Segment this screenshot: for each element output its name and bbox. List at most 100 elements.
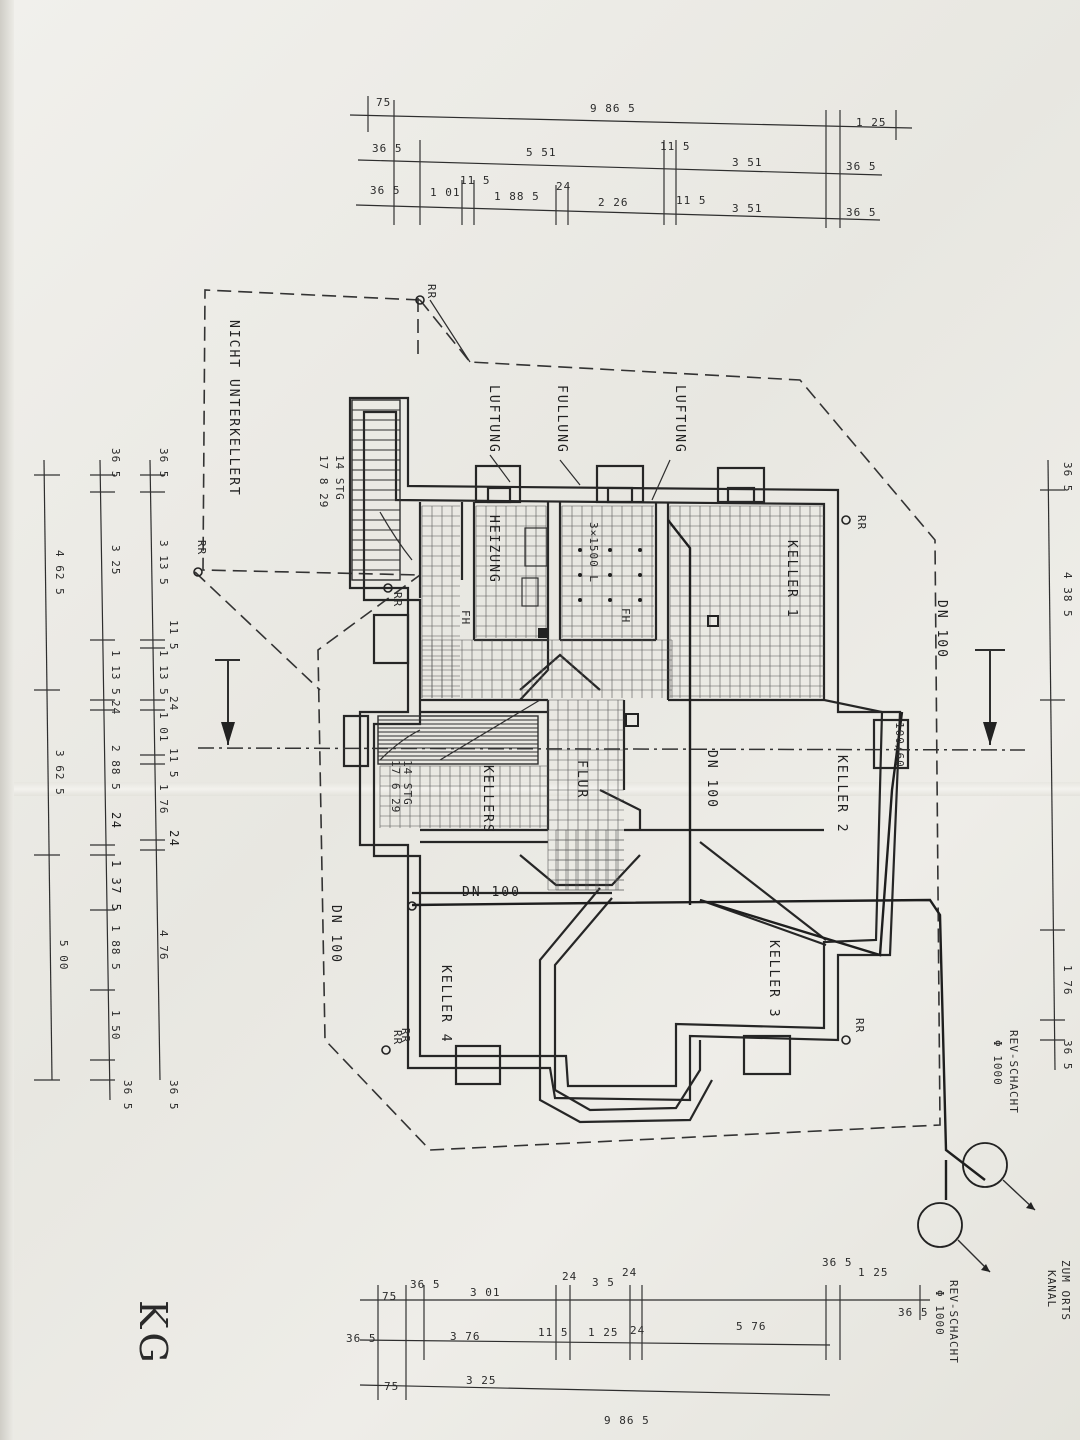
fixtures	[521, 527, 719, 727]
room-keller-2: KELLER 2	[834, 755, 849, 834]
dim-bot-r2-3: 1 25	[588, 1326, 619, 1339]
dim-bot-r1-4: 3 5	[592, 1276, 615, 1289]
label-rev-schacht-2-dia: Φ 1000	[933, 1290, 946, 1336]
rain-downpipe-markers	[193, 295, 851, 1055]
dim-left-c1-9: 4 76	[157, 930, 170, 961]
dim-right-2: 1 76	[1061, 965, 1074, 996]
dim-left-c1-8: 24	[167, 830, 181, 847]
room-keller-4: KELLER 4	[438, 965, 453, 1044]
dim-left-c1-3: 1 13 5	[157, 650, 170, 696]
dim-top-r3-8: 36 5	[846, 206, 877, 219]
dim-bot-r3-2: 9 86 5	[604, 1414, 650, 1427]
dim-left-c2-10: 36 5	[121, 1080, 134, 1111]
dim-bot-r1-6: 36 5	[822, 1256, 853, 1269]
dim-bot-r1-7: 1 25	[858, 1266, 889, 1279]
label-nicht-unterkellert: NICHT UNTERKELLERT	[226, 320, 241, 497]
dim-bot-r1-2: 3 01	[470, 1286, 501, 1299]
room-kellers: KELLERS	[480, 765, 495, 834]
room-keller-1: KELLER 1	[784, 540, 799, 619]
dim-left-c2-6: 1 37 5	[109, 860, 123, 912]
dim-top-r3-6: 11 5	[676, 194, 707, 207]
top-dimension-chains: 75 9 86 5 1 25 36 5 5 51 11 5 3 51 36 5 …	[349, 96, 913, 228]
dim-left-c2-4: 2 88 5	[109, 745, 122, 791]
dim-bot-r2-4: 24	[630, 1324, 645, 1337]
dim-top-r2-3: 3 51	[732, 156, 763, 169]
dim-left-c1-7: 1 76	[157, 784, 170, 815]
dim-left-c2-2: 1 13 5	[109, 650, 122, 696]
dim-bot-r3-0: 75	[384, 1380, 399, 1393]
dim-top-r2-4: 36 5	[846, 160, 877, 173]
dim-right-1: 4 38 5	[1061, 572, 1074, 618]
section-line-a	[197, 649, 1026, 751]
revision-shafts	[917, 1142, 1036, 1273]
dim-bot-r1-5: 24	[622, 1266, 637, 1279]
label-stairs-mid-2: 17 6 29	[389, 760, 402, 813]
tank-capacity: 3×1500 L	[587, 522, 600, 583]
drain-pipes	[411, 299, 986, 1200]
dim-left-c2-7: 1 88 5	[109, 925, 122, 971]
paper-edge-shadow	[0, 0, 14, 1440]
label-dn100-b: DN 100	[704, 750, 719, 809]
dim-left-c1-1: 3 13 5	[157, 540, 170, 586]
dim-left-c1-2: 11 5	[167, 620, 180, 651]
label-rr-5: RR	[853, 1018, 866, 1033]
label-rev-schacht-1-dia: Φ 1000	[991, 1040, 1004, 1086]
dim-left-c2-1: 3 25	[109, 545, 122, 576]
dim-top-r3-1: 1 01	[430, 186, 461, 199]
room-keller-3: KELLER 3	[766, 940, 781, 1019]
dim-top-r2-2: 11 5	[660, 140, 691, 153]
dim-top-r3-2: 11 5	[460, 174, 491, 187]
sheet-title: KG	[131, 1300, 175, 1367]
label-window-size: 100/60	[893, 722, 906, 768]
dim-left-c3-2: 5 00	[57, 940, 70, 971]
room-labels: KELLER 1 KELLER 2 KELLER 3 KELLER 4 HEIZ…	[438, 515, 849, 1044]
label-fh-2: FH	[619, 608, 632, 623]
property-dashed-lines	[194, 289, 941, 1151]
label-fullung: FULLUNG	[554, 385, 569, 454]
label-zum-kanal-2: KANAL	[1045, 1270, 1058, 1308]
label-rr-1: RR	[195, 540, 208, 555]
dim-bot-r2-2: 11 5	[538, 1326, 569, 1339]
label-zum-kanal-1: ZUM ORTS	[1059, 1260, 1072, 1321]
dim-left-c3-0: 4 62 5	[53, 550, 66, 596]
dim-bot-r1-0: 75	[382, 1290, 397, 1303]
dim-bot-r2-6: 36 5	[898, 1306, 929, 1319]
label-rr-4: RR	[399, 1028, 412, 1043]
label-dn100-c: DN 100	[462, 885, 521, 900]
label-rr-3: RR	[855, 515, 868, 530]
dim-left-c2-9: 36 5	[167, 1080, 180, 1111]
annotations: LUFTUNG FULLUNG LUFTUNG NICHT UNTERKELLE…	[195, 284, 1072, 1364]
dim-left-c2-8: 1 50	[109, 1010, 122, 1041]
dim-bot-r1-1: 36 5	[410, 1278, 441, 1291]
dim-bot-r1-3: 24	[562, 1270, 577, 1283]
label-stairs-top-2: 17 8 29	[317, 455, 330, 508]
dim-left-c1-6: 11 5	[167, 748, 180, 779]
dim-bot-r3-1: 3 25	[466, 1374, 497, 1387]
dim-bot-r2-1: 3 76	[450, 1330, 481, 1343]
label-rr-2: RR	[391, 592, 404, 607]
label-dn100-d: DN 100	[328, 905, 343, 964]
dim-left-c1-4: 24	[167, 696, 180, 711]
stairs	[351, 399, 541, 765]
dim-bot-r2-0: 36 5	[346, 1332, 377, 1345]
dim-right-0: 36 5	[1061, 462, 1074, 493]
label-rr-6: RR	[391, 1030, 404, 1045]
label-rev-schacht-2: REV-SCHACHT	[947, 1280, 960, 1364]
label-rr-0: RR	[425, 284, 438, 299]
dim-right-3: 36 5	[1061, 1040, 1074, 1071]
room-heizung: HEIZUNG	[486, 515, 501, 584]
dim-top-r1-1: 9 86 5	[590, 102, 636, 115]
label-luftung-2: LUFTUNG	[672, 385, 687, 454]
label-luftung-1: LUFTUNG	[486, 385, 501, 454]
dim-left-c2-0: 36 5	[109, 448, 122, 479]
dim-left-c2-3: 24	[109, 700, 122, 715]
dim-top-r3-4: 24	[556, 180, 571, 193]
right-dimension-chain: 36 5 4 38 5 1 76 36 5	[1040, 459, 1074, 1071]
dim-top-r2-1: 5 51	[526, 146, 557, 159]
dim-top-r3-0: 36 5	[370, 184, 401, 197]
dim-left-c3-1: 3 62 5	[53, 750, 66, 796]
label-stairs-mid-1: 14 STG	[401, 760, 414, 806]
dim-top-r3-5: 2 26	[598, 196, 629, 209]
dim-top-r3-3: 1 88 5	[494, 190, 540, 203]
dim-top-r2-0: 36 5	[372, 142, 403, 155]
